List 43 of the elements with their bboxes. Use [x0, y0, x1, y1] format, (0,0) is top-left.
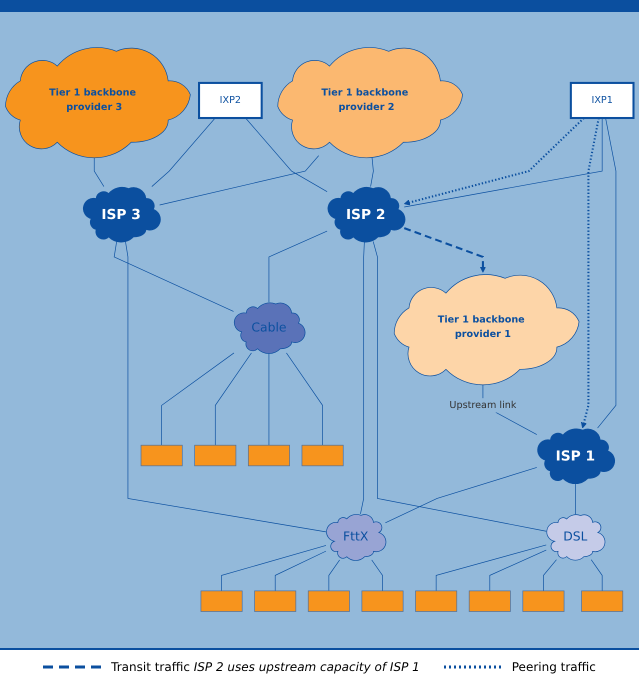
node-box — [362, 591, 404, 612]
connector — [159, 156, 320, 206]
connector — [214, 353, 252, 446]
node-box: IXP2 — [198, 82, 263, 120]
node-box — [415, 591, 458, 612]
connector — [385, 468, 538, 524]
connector — [360, 242, 365, 515]
legend-text: Peering traffic — [512, 660, 596, 674]
connector — [221, 546, 326, 592]
connector — [268, 231, 328, 303]
node-box — [308, 591, 350, 612]
connector — [274, 551, 326, 592]
node-box — [581, 591, 624, 612]
connector — [436, 545, 547, 592]
edge-label: Upstream link — [449, 400, 516, 412]
connector — [245, 118, 328, 193]
connector — [370, 156, 374, 188]
arrow — [404, 228, 486, 274]
connector — [151, 118, 216, 188]
node-box — [140, 445, 183, 467]
connector — [286, 353, 323, 446]
connector — [371, 560, 383, 592]
node-box — [194, 445, 236, 467]
connector — [161, 353, 234, 446]
connector — [590, 560, 603, 592]
node-box — [254, 591, 296, 612]
node-box — [302, 445, 344, 467]
connector — [543, 560, 557, 592]
node-box — [468, 591, 511, 612]
node-box — [200, 591, 243, 612]
connector — [114, 242, 234, 312]
connector — [328, 560, 340, 592]
node-box: IXP1 — [570, 82, 635, 120]
arrow — [580, 118, 600, 429]
connector — [489, 550, 547, 592]
connector — [125, 242, 326, 533]
node-box — [248, 445, 290, 467]
connector — [597, 118, 616, 429]
connector — [372, 242, 547, 532]
connector — [268, 353, 270, 446]
connector — [575, 483, 576, 515]
node-box — [522, 591, 564, 612]
legend-text: Transit traffic ISP 2 uses upstream capacity of ISP 1 — [111, 660, 420, 674]
